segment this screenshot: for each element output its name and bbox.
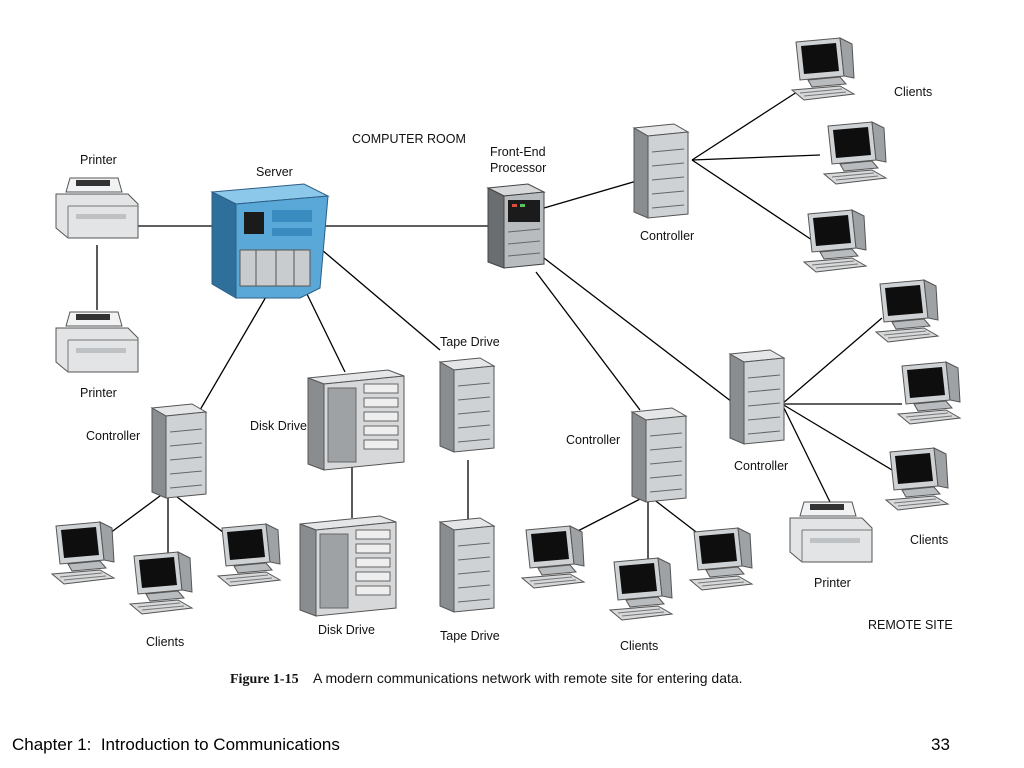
clients-label: Clients (894, 85, 932, 99)
printer-icon (55, 177, 139, 239)
client-computer-icon (217, 523, 281, 587)
controller-label: Controller (734, 459, 788, 473)
client-computer-icon (521, 525, 585, 589)
client-computer-icon (129, 551, 193, 615)
printer-label: Printer (80, 153, 117, 167)
connection-lines (96, 89, 902, 560)
client-computer-icon (803, 209, 867, 273)
front-end-label-line2: Processor (490, 161, 546, 175)
client-computer-icon (689, 527, 753, 591)
page-number: 33 (931, 735, 950, 754)
printer-icon (789, 501, 873, 563)
controller-icon (633, 123, 689, 219)
client-computer-icon (897, 361, 961, 425)
controller-icon (631, 407, 687, 503)
client-computer-icon (823, 121, 887, 185)
client-computer-icon (51, 521, 115, 585)
tape-drive-icon (439, 357, 495, 453)
tape-drive-label: Tape Drive (440, 335, 500, 349)
client-computer-icon (791, 37, 855, 101)
front-end-label-line1: Front-End (490, 145, 546, 159)
printer-icon (55, 311, 139, 373)
tape-drive-icon (439, 517, 495, 613)
client-computer-icon (885, 447, 949, 511)
printer-label: Printer (80, 386, 117, 400)
front-end-processor-icon (486, 183, 546, 269)
printer-label: Printer (814, 576, 851, 590)
chapter-footer: Chapter 1: Introduction to Communication… (12, 735, 340, 754)
tape-drive-label: Tape Drive (440, 629, 500, 643)
disk-drive-label: Disk Drive (318, 623, 375, 637)
figure-caption: Figure 1-15 A modern communications netw… (230, 670, 743, 687)
controller-icon (151, 403, 207, 499)
client-computer-icon (875, 279, 939, 343)
computer-room-label: COMPUTER ROOM (352, 132, 466, 146)
controller-label: Controller (86, 429, 140, 443)
server-label: Server (256, 165, 293, 179)
remote-site-label: REMOTE SITE (868, 618, 953, 632)
client-computer-icon (609, 557, 673, 621)
disk-drive-icon (299, 515, 397, 617)
controller-label: Controller (566, 433, 620, 447)
server-icon (210, 183, 330, 299)
controller-label: Controller (640, 229, 694, 243)
clients-label: Clients (910, 533, 948, 547)
disk-drive-label: Disk Drive (250, 419, 307, 433)
controller-icon (729, 349, 785, 445)
figure-number: Figure 1-15 (230, 672, 299, 687)
disk-drive-icon (307, 369, 405, 471)
clients-label: Clients (146, 635, 184, 649)
figure-caption-text: A modern communications network with rem… (313, 670, 743, 686)
clients-label: Clients (620, 639, 658, 653)
